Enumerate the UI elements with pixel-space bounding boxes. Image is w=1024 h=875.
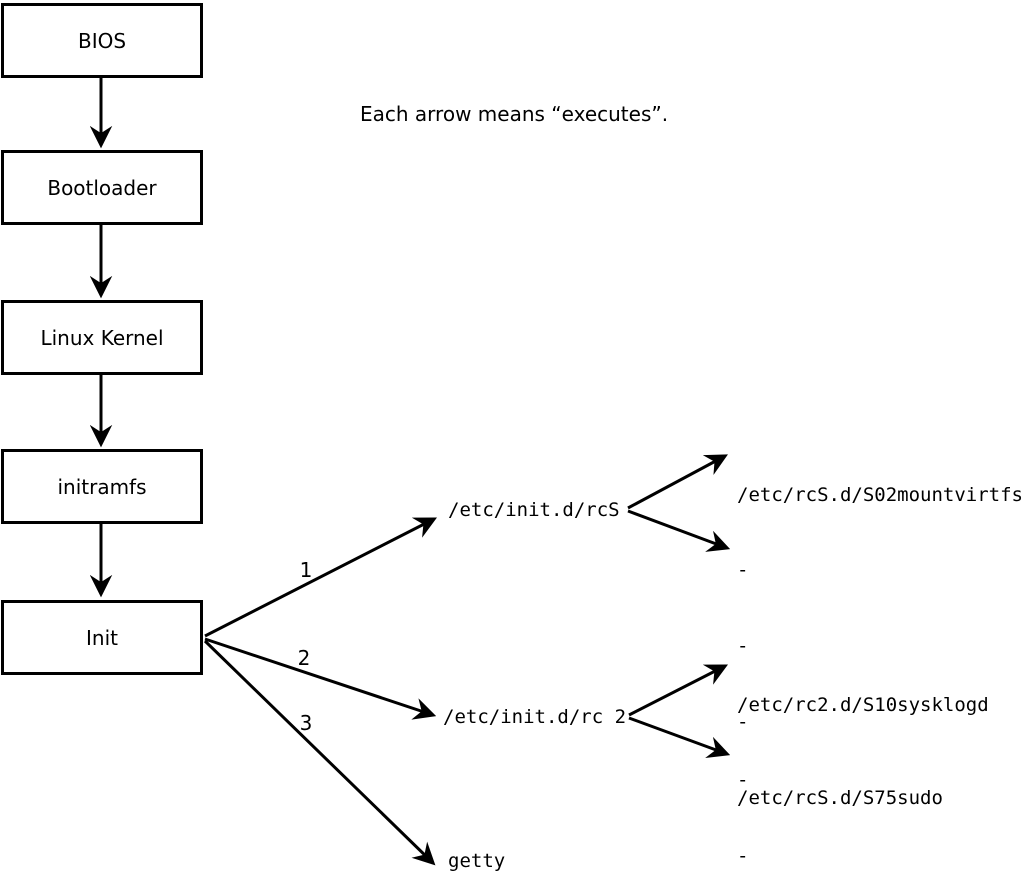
script-rcs: /etc/init.d/rcS [448, 499, 620, 521]
rcs-target-s02mountvirtfs: /etc/rcS.d/S02mountvirtfs [737, 483, 1023, 506]
arrow-rc2-to-s10sysklogd [628, 664, 729, 717]
flow-box-bootloader-label: Bootloader [47, 175, 157, 200]
arrow-rc2-to-s99gdm [628, 716, 731, 758]
script-getty: getty [448, 850, 506, 872]
script-rc2: /etc/init.d/rc 2 [443, 706, 627, 728]
flow-box-bios: BIOS [1, 3, 203, 78]
flow-box-bootloader: Bootloader [1, 150, 203, 225]
arrow-init-to-rcs [204, 517, 438, 638]
rcs-target-ellipsis-dash: - [737, 635, 749, 658]
rcs-target-s75sudo: /etc/rcS.d/S75sudo [737, 787, 943, 810]
flow-box-init: Init [1, 600, 203, 675]
legend-note: Each arrow means “executes”. [360, 102, 669, 126]
rcs-target-ellipsis-dash: - [737, 559, 749, 582]
flow-box-linux-kernel: Linux Kernel [1, 300, 203, 375]
flow-box-initramfs: initramfs [1, 449, 203, 524]
branch-label-2: 2 [297, 646, 311, 670]
arrow-rcs-to-s75sudo [627, 509, 731, 552]
arrow-init-to-rc2 [204, 637, 437, 720]
flow-box-initramfs-label: initramfs [57, 474, 147, 499]
rc2-target-ellipsis-dash: - [737, 845, 749, 868]
arrow-rcs-to-s02mountvirtfs [627, 454, 728, 510]
rc2-target-ellipsis-dash: - [737, 769, 749, 792]
branch-label-1: 1 [299, 558, 313, 582]
rcs-target-ellipsis-dash: - [737, 711, 749, 734]
flow-box-init-label: Init [86, 625, 118, 650]
rcs-target-list: /etc/rcS.d/S02mountvirtfs - - - /etc/rcS… [737, 432, 1023, 862]
flow-box-bios-label: BIOS [77, 28, 127, 53]
rc2-target-s10sysklogd: /etc/rc2.d/S10sysklogd [737, 693, 989, 716]
arrow-init-to-getty [203, 639, 436, 866]
rc2-target-list: /etc/rc2.d/S10sysklogd - - - /etc/rc2.d/… [737, 642, 989, 875]
flow-box-linux-kernel-label: Linux Kernel [40, 325, 164, 350]
branch-label-3: 3 [299, 711, 313, 735]
